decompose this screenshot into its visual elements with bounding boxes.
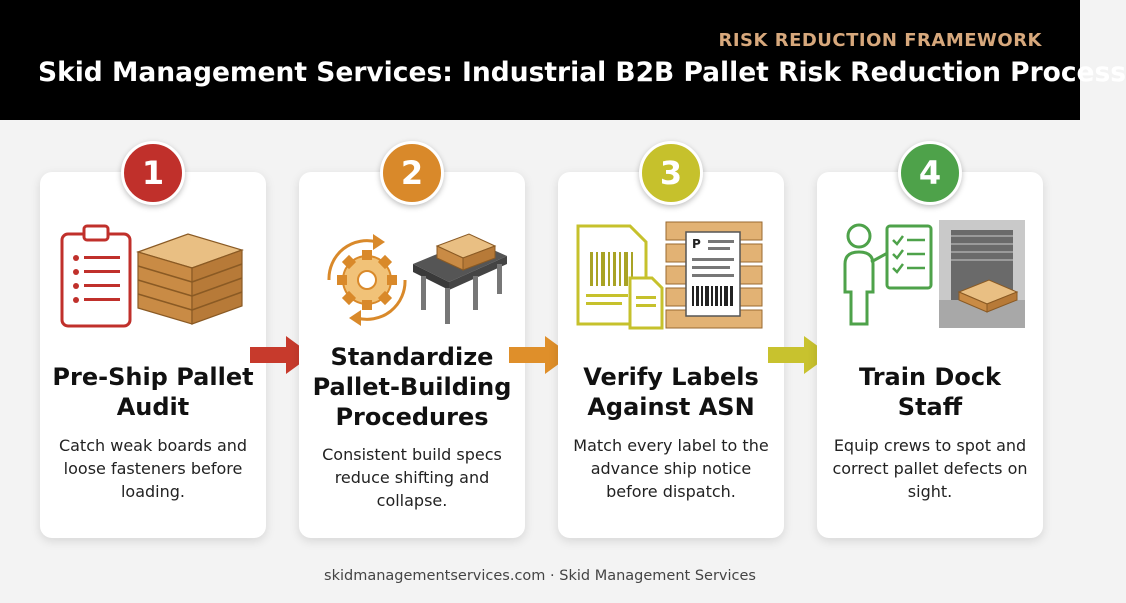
step-description: Equip crews to spot and correct pallet d…: [832, 436, 1028, 501]
step-card-1: Pre-Ship Pallet Audit Catch weak boards …: [40, 172, 266, 538]
section-eyebrow: RISK REDUCTION FRAMEWORK: [718, 30, 1042, 51]
step-description: Catch weak boards and loose fasteners be…: [58, 436, 248, 501]
step-description: Consistent build specs reduce shifting a…: [322, 445, 502, 510]
step-title: Standardize Pallet-Building Procedures: [312, 343, 512, 431]
header-bar: RISK REDUCTION FRAMEWORK Skid Management…: [0, 0, 1126, 120]
arrow-right-icon: [509, 336, 571, 374]
step-description: Match every label to the advance ship no…: [573, 436, 769, 501]
step-number-badge-2: 2: [380, 141, 444, 205]
step-card-4: Train Dock Staff Equip crews to spot and…: [817, 172, 1043, 538]
step-card-2: Standardize Pallet-Building Procedures C…: [299, 172, 525, 538]
step-number-badge-3: 3: [639, 141, 703, 205]
arrow-right-icon: [768, 336, 830, 374]
step-title: Train Dock Staff: [858, 363, 1002, 421]
label-glyph: P: [692, 237, 701, 251]
step-title: Pre-Ship Pallet Audit: [52, 363, 254, 421]
gear-and-conveyor-belt-icon: [327, 233, 507, 326]
barcode-document-and-shipping-label-icon: P: [576, 221, 763, 330]
step-title: Verify Labels Against ASN: [583, 363, 759, 421]
step-number-badge-4: 4: [898, 141, 962, 205]
trainer-presenting-checklist-at-dock-icon: [843, 220, 1025, 328]
page-title: Skid Management Services: Industrial B2B…: [38, 57, 1126, 88]
step-card-3: P Verify Labels Against ASN Match every …: [558, 172, 784, 538]
footer-credit: skidmanagementservices.com · Skid Manage…: [324, 568, 756, 584]
step-number-badge-1: 1: [121, 141, 185, 205]
arrow-right-icon: [250, 336, 312, 374]
clipboard-checklist-and-pallet-stack-icon: [60, 224, 244, 328]
